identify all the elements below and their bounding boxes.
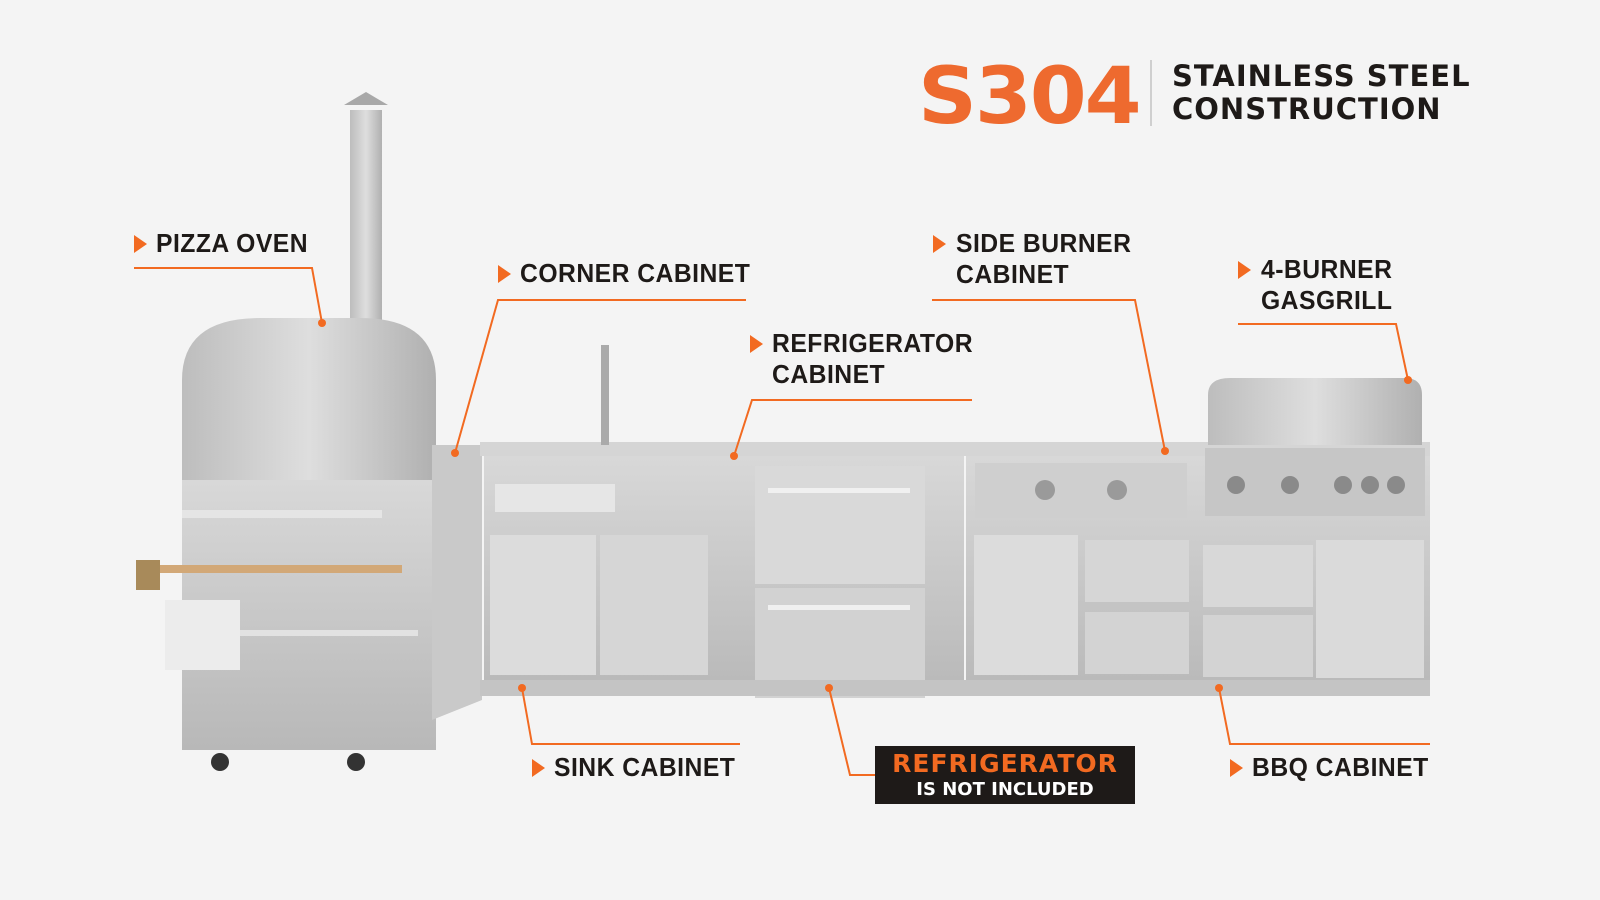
label-refrigerator-cabinet: REFRIGERATOR CABINET [772, 328, 973, 390]
leader-side-burner [932, 299, 1166, 452]
label-corner-cabinet: CORNER CABINET [520, 258, 751, 288]
label-grill: 4-BURNER GASGRILL [1261, 254, 1392, 316]
label-line: SIDE BURNER [956, 228, 1132, 258]
pizza-oven [136, 92, 436, 771]
arrow-icon [1238, 261, 1251, 279]
leader-corner-cabinet [454, 299, 746, 454]
tagline: STAINLESS STEEL CONSTRUCTION [1172, 60, 1471, 126]
leader-bbq-cabinet [1218, 687, 1430, 745]
arrow-icon [933, 235, 946, 253]
label-line: CABINET [772, 359, 886, 389]
leader-grill [1238, 323, 1409, 381]
cabinet-run [432, 345, 1430, 720]
header-divider [1150, 60, 1152, 126]
notice-title: REFRIGERATOR [892, 749, 1118, 778]
label-line: 4-BURNER [1261, 254, 1393, 284]
arrow-icon [532, 759, 545, 777]
arrow-icon [134, 235, 147, 253]
arrow-icon [498, 265, 511, 283]
label-sink-cabinet: SINK CABINET [554, 752, 736, 782]
label-side-burner-cabinet: SIDE BURNER CABINET [956, 228, 1131, 290]
arrow-icon [1230, 759, 1243, 777]
refrigerator-not-included-notice: REFRIGERATOR IS NOT INCLUDED [875, 746, 1135, 804]
label-pizza-oven: PIZZA OVEN [156, 228, 309, 258]
label-line: REFRIGERATOR [772, 328, 974, 358]
brand-s304: S304 [918, 52, 1142, 142]
leader-refrigerator-cabinet [733, 399, 972, 457]
label-line: GASGRILL [1261, 285, 1393, 315]
leader-refrigerator-notice [828, 687, 875, 776]
notice-subtitle: IS NOT INCLUDED [916, 779, 1094, 800]
tagline-line2: CONSTRUCTION [1172, 92, 1442, 126]
tagline-line1: STAINLESS STEEL [1172, 59, 1471, 93]
leader-sink-cabinet [521, 687, 740, 745]
leader-pizza-oven [134, 267, 323, 324]
label-line: CABINET [956, 259, 1070, 289]
arrow-icon [750, 335, 763, 353]
label-bbq-cabinet: BBQ CABINET [1252, 752, 1429, 782]
